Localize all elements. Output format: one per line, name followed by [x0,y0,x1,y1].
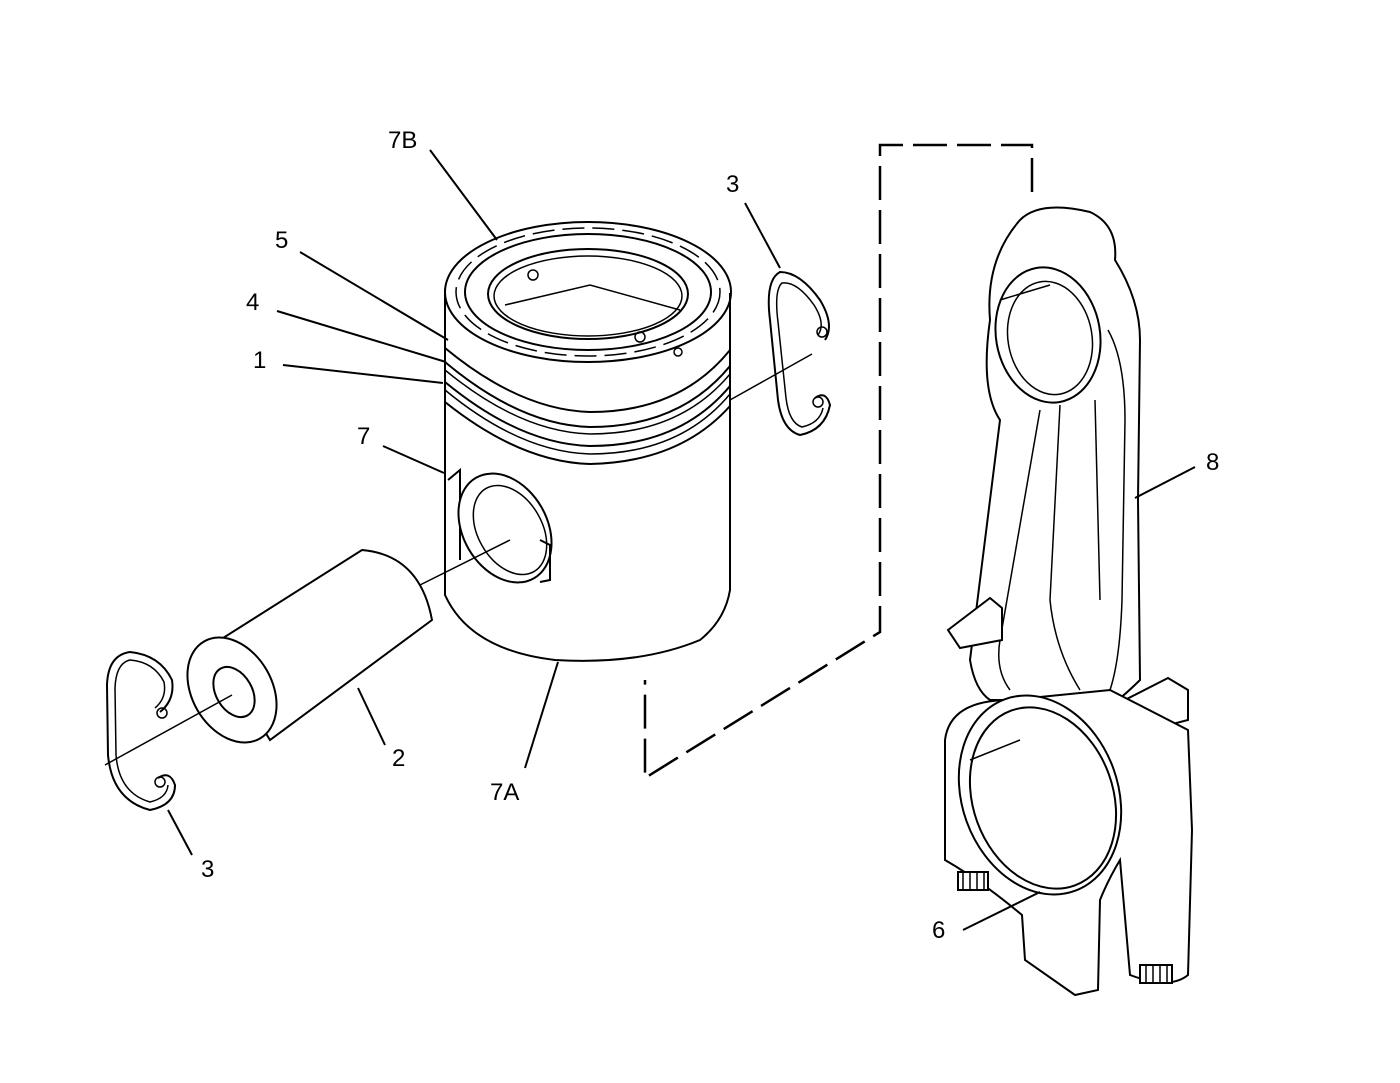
retainer-clip-top [767,270,832,437]
callout-5: 5 [275,227,288,254]
callout-3-bottom: 3 [201,856,214,883]
callout-6: 6 [932,917,945,944]
assembly-line-top [643,143,1034,781]
connecting-rod [944,206,1194,997]
callout-7A: 7A [490,779,519,806]
callout-3-top: 3 [726,171,739,198]
callout-1: 1 [253,347,266,374]
callout-7: 7 [357,423,370,450]
retainer-clip-bottom [105,650,177,812]
piston-pin [186,548,434,744]
callout-2: 2 [392,745,405,772]
callout-8: 8 [1206,449,1219,476]
callout-7B: 7B [388,127,417,154]
callout-4: 4 [246,289,259,316]
leader-lines [167,149,1196,931]
piston [444,221,732,662]
